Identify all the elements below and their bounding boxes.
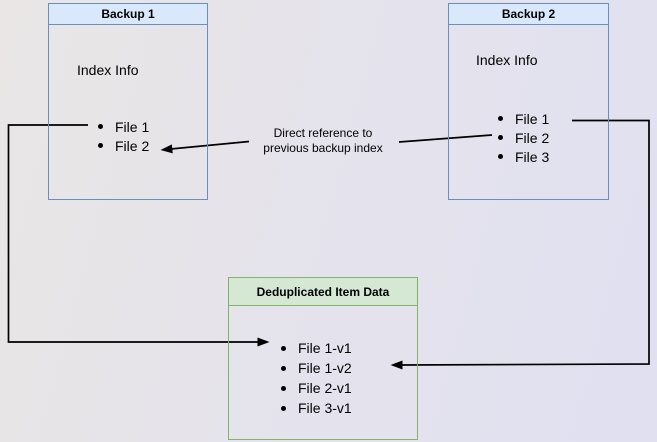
list-item: File 1-v1 [281,338,352,358]
dedup-title: Deduplicated Item Data [229,278,417,306]
list-item: File 1 [498,109,549,128]
list-item: File 3-v1 [281,398,352,418]
list-item: File 2 [98,136,149,155]
backup1-subtitle: Index Info [77,62,139,78]
list-item: File 2-v1 [281,378,352,398]
arrow-label-to-backup1-file2 [160,140,250,154]
backup2-title: Backup 2 [449,4,608,25]
list-item: File 2 [498,128,549,147]
list-item: File 1 [98,117,149,136]
annotation-line2: previous backup index [263,141,383,155]
arrow-backup2-file2-to-label [398,134,493,143]
list-item: File 3 [498,147,549,166]
backup2-subtitle: Index Info [476,52,538,68]
arrow-backup2-file1-to-dedup [390,119,650,370]
annotation-line1: Direct reference to [273,126,373,140]
backup1-title: Backup 1 [49,4,207,25]
annotation-label: Direct reference to previous backup inde… [243,126,403,156]
list-item: File 1-v2 [281,358,352,378]
